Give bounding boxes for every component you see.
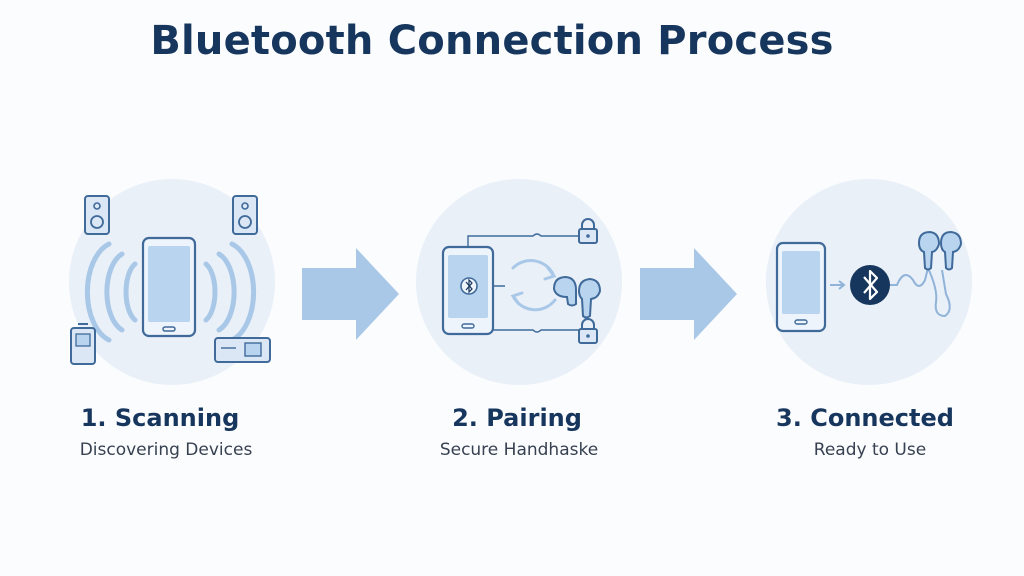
step-3-label: 3. Connected — [776, 404, 954, 432]
page-title: Bluetooth Connection Process — [150, 18, 834, 64]
step-2-label: 2. Pairing — [452, 404, 582, 432]
projector-icon — [214, 337, 271, 363]
smartphone-icon — [775, 241, 827, 333]
bluetooth-icon — [850, 265, 890, 305]
media-player-icon — [70, 323, 96, 365]
step-1-illustration — [70, 195, 271, 365]
speaker-icon — [232, 195, 258, 235]
step-3-illustration — [775, 230, 963, 333]
step-2-subtitle: Secure Handhaske — [439, 440, 599, 460]
step-1-label: 1. Scanning — [80, 404, 240, 432]
arrow-right-icon — [302, 248, 399, 340]
step-3-subtitle: Ready to Use — [813, 440, 927, 460]
earbuds-icon — [890, 230, 963, 318]
sync-arrows-icon — [510, 259, 557, 312]
step-1-subtitle: Discovering Devices — [79, 440, 253, 460]
earbud-icon — [552, 275, 602, 319]
lock-icon — [578, 318, 598, 344]
smartphone-icon — [141, 236, 197, 338]
signal-waves-icon — [84, 241, 257, 343]
arrow-right-icon — [640, 248, 737, 340]
bluetooth-icon — [460, 277, 478, 295]
lock-icon — [578, 218, 598, 244]
step-2-illustration — [441, 218, 602, 344]
speaker-icon — [84, 195, 110, 235]
